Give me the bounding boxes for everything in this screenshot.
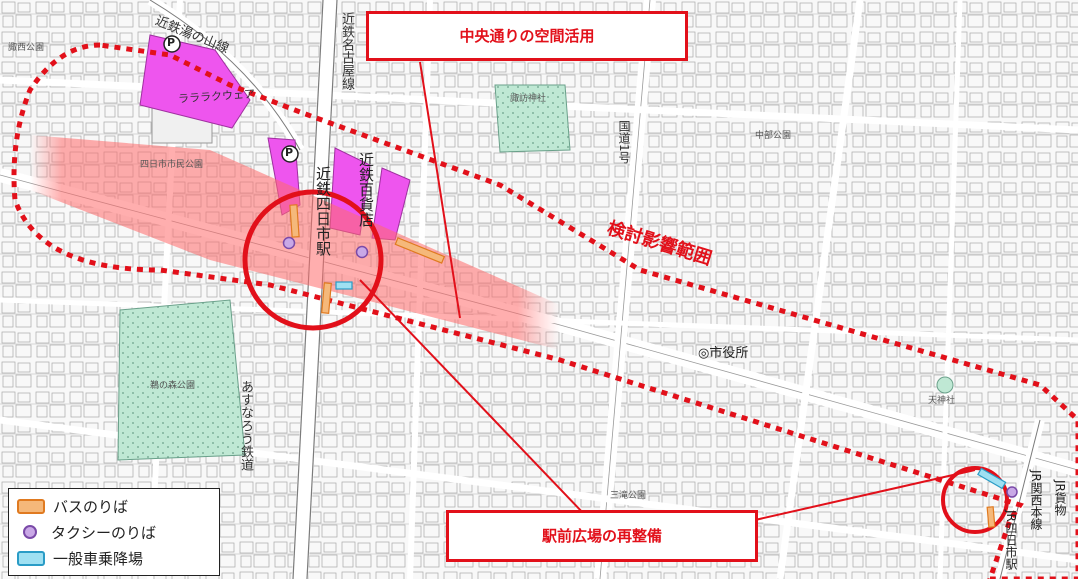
jr-station-label: JR四日市駅	[1004, 510, 1018, 570]
map-legend: バスのりば タクシーのりば 一般車乗降場	[8, 488, 220, 576]
taxi-stop-icon	[23, 525, 37, 539]
jr-freight-label: JR貨物	[1053, 480, 1067, 516]
taxi-stops	[282, 236, 1018, 498]
chubu-park-label: 中部公園	[755, 131, 792, 141]
asunarou-railway-label: あすなろう鉄道	[238, 380, 253, 471]
dept-store-label: 近鉄百貨店	[357, 152, 375, 227]
nagoya-line-label: 近鉄名古屋線	[339, 12, 354, 90]
legend-row-taxi: タクシーのりば	[17, 519, 211, 545]
jr-station-circle	[941, 466, 1009, 534]
kintetsu-station-label: 近鉄四日市駅	[314, 166, 332, 256]
parking-icon: P	[167, 36, 176, 49]
car-dropoff	[335, 281, 1007, 490]
legend-taxi-label: タクシーのりば	[51, 523, 157, 542]
jr-kansai-line-label: JR関西本線	[1029, 470, 1043, 530]
kintetsu-station-circle	[242, 189, 384, 331]
central-street-callout-text: 中央通りの空間活用	[459, 27, 595, 45]
city-hall-label: ◎市役所	[698, 346, 749, 361]
shrine-label: 諏訪神社	[510, 94, 547, 104]
bus-stops	[289, 204, 996, 528]
study-area-boundary	[11, 42, 1078, 579]
leader-lines	[359, 61, 976, 521]
legend-bus-label: バスのりば	[53, 497, 129, 516]
legend-row-car: 一般車乗降場	[17, 545, 211, 571]
car-dropoff-icon	[17, 550, 45, 566]
station-plaza-callout: 駅前広場の再整備	[446, 510, 758, 562]
bus-stop-icon	[17, 498, 45, 514]
suwa-park-label: 鵜の森公園	[150, 381, 196, 391]
shrine2-label: 天神社	[928, 396, 956, 406]
citizen-park-label: 四日市市民公園	[140, 160, 204, 170]
railways	[147, 0, 1045, 579]
parking-icon: P	[285, 146, 294, 159]
central-street-callout: 中央通りの空間活用	[366, 11, 688, 61]
sanbancho-park-label: 三滝公園	[610, 491, 647, 501]
legend-car-label: 一般車乗降場	[53, 549, 144, 568]
west-park-label: 諏西公園	[8, 43, 45, 53]
parking-symbols	[163, 35, 299, 163]
legend-row-bus: バスのりば	[17, 493, 211, 519]
national-route-label: 国道1号	[617, 120, 631, 164]
station-plaza-callout-text: 駅前広場の再整備	[541, 527, 662, 545]
